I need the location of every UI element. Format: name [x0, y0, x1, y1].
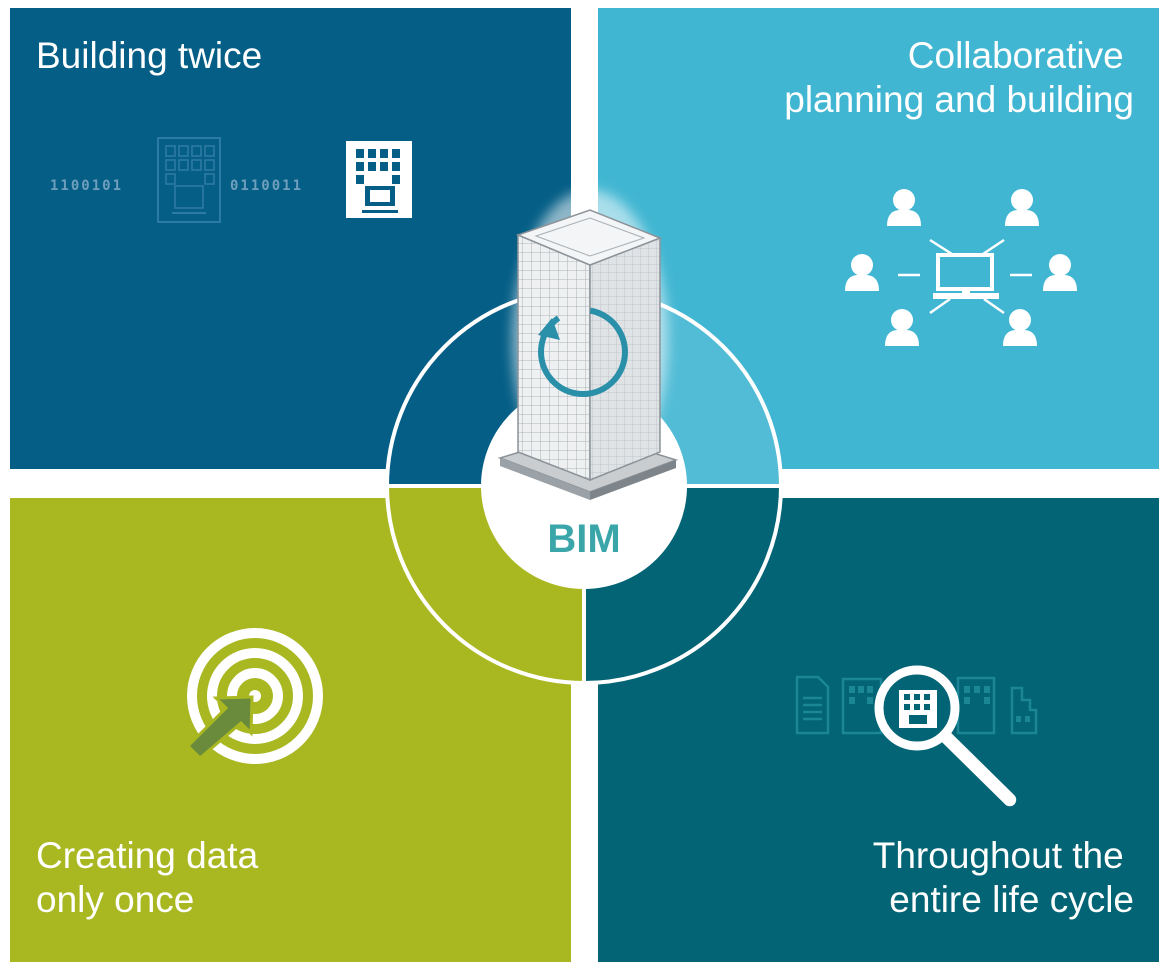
collaboration-network-icon — [845, 189, 1077, 346]
label-collaborative-line-2: planning and building — [784, 79, 1134, 120]
target-icon — [185, 628, 323, 764]
label-life-cycle-line-2: entire life cycle — [889, 879, 1134, 920]
label-creating-data-line-2: only once — [36, 879, 194, 920]
label-building-twice-line-1: Building twice — [36, 35, 262, 76]
label-building-twice: Building twice — [36, 35, 262, 76]
bim-tower-model — [497, 190, 679, 500]
life-cycle-search-icon — [795, 665, 1038, 807]
label-collaborative-planning: Collaborative planning and building — [784, 35, 1134, 120]
binary-text-right: 0110011 — [230, 178, 303, 194]
digital-building-icon: 1100101 0110011 — [50, 137, 303, 223]
label-collaborative-line-1: Collaborative — [908, 35, 1124, 76]
binary-text-left: 1100101 — [50, 178, 123, 194]
label-life-cycle: Throughout the entire life cycle — [873, 835, 1134, 920]
bim-label: BIM — [547, 517, 620, 561]
physical-building-icon — [346, 141, 412, 218]
label-creating-data-line-1: Creating data — [36, 835, 259, 876]
label-creating-data: Creating data only once — [36, 835, 268, 920]
label-life-cycle-line-1: Throughout the — [873, 835, 1124, 876]
